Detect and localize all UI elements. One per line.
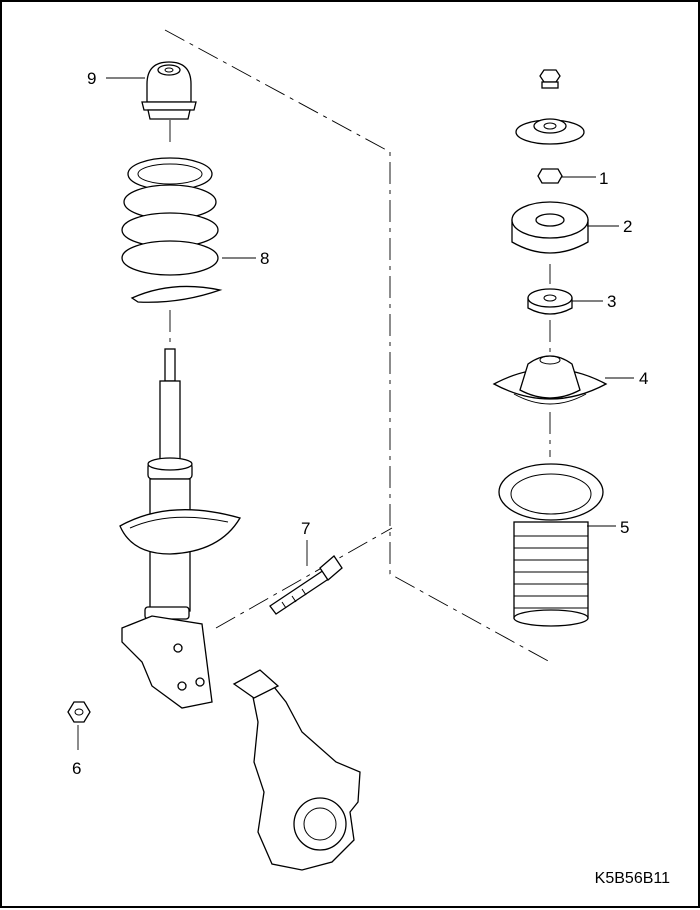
callout-7: 7	[301, 519, 310, 538]
strut-assembly	[119, 348, 241, 709]
callout-5: 5	[620, 518, 629, 537]
bump-stopper	[141, 61, 197, 120]
nut	[67, 701, 91, 723]
callout-1: 1	[599, 169, 608, 188]
figure-code: K5B56B11	[594, 870, 670, 887]
alignment-frame	[164, 29, 551, 663]
dust-boot	[498, 463, 604, 627]
coil-spring	[121, 157, 223, 303]
callout-6: 6	[72, 759, 81, 778]
steering-knuckle	[232, 669, 361, 871]
callout-9: 9	[87, 69, 96, 88]
upper-washer	[515, 118, 585, 145]
strut-mount	[511, 201, 589, 254]
callout-4: 4	[639, 369, 648, 388]
upper-nut	[537, 69, 563, 184]
spring-upper-seat	[492, 355, 608, 405]
leader-lines	[77, 77, 634, 750]
callout-8: 8	[260, 249, 269, 268]
callout-2: 2	[623, 217, 632, 236]
bolt	[269, 555, 343, 615]
callout-3: 3	[607, 292, 616, 311]
strut-bearing	[527, 288, 573, 315]
